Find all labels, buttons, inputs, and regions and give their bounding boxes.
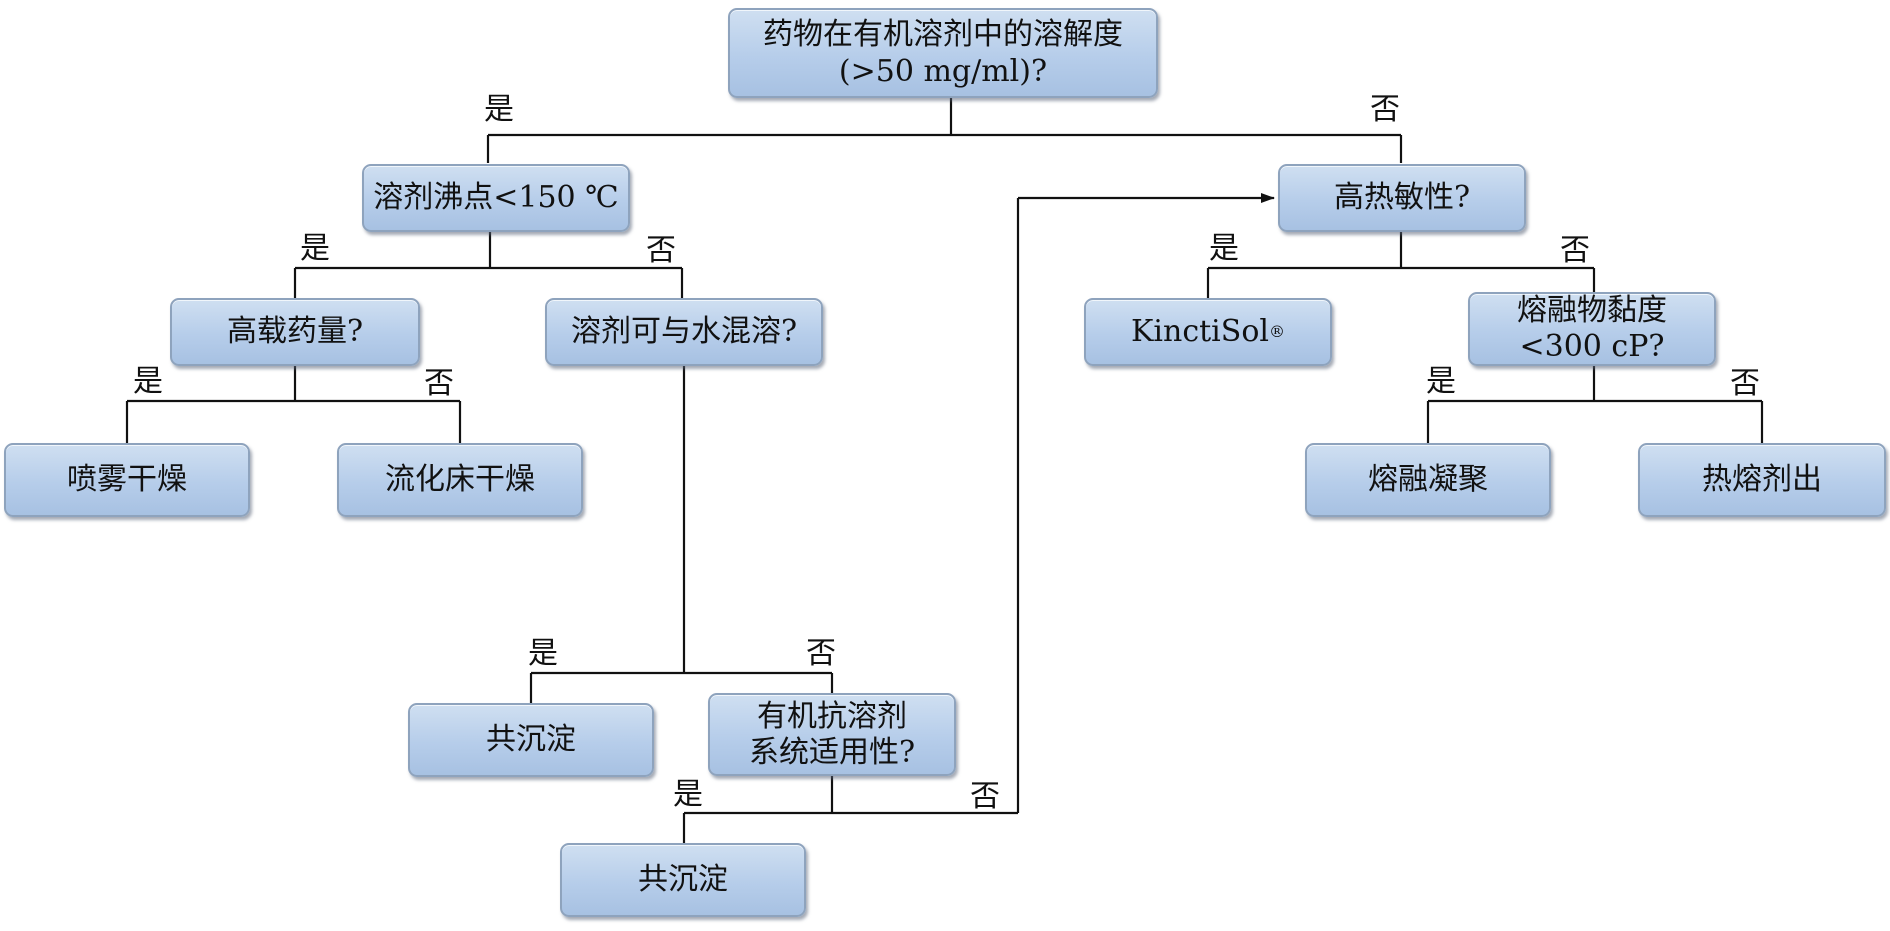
label-no: 否 <box>424 366 454 401</box>
label-yes: 是 <box>528 636 558 671</box>
node-coprecipitation-1: 共沉淀 <box>408 703 654 777</box>
label-yes: 是 <box>1209 231 1239 266</box>
node-solubility-question: 药物在有机溶剂中的溶解度 (>50 mg/ml)? <box>728 8 1158 98</box>
node-fluid-bed-drying: 流化床干燥 <box>337 443 583 517</box>
label-no: 否 <box>1730 366 1760 401</box>
node-water-miscible-question: 溶剂可与水混溶? <box>545 298 823 366</box>
label-no: 否 <box>1560 233 1590 268</box>
label-yes: 是 <box>133 364 163 399</box>
node-spray-drying: 喷雾干燥 <box>4 443 250 517</box>
node-melt-granulation: 熔融凝聚 <box>1305 443 1551 517</box>
label-no: 否 <box>646 233 676 268</box>
label-yes: 是 <box>673 777 703 812</box>
node-coprecipitation-2: 共沉淀 <box>560 843 806 917</box>
label-yes: 是 <box>484 92 514 127</box>
label-yes: 是 <box>300 231 330 266</box>
node-hot-melt-extrusion: 热熔剂出 <box>1638 443 1886 517</box>
label-no: 否 <box>1370 92 1400 127</box>
node-boiling-point-question: 溶剂沸点<150 ℃ <box>362 164 630 232</box>
label-no: 否 <box>970 779 1000 814</box>
node-kinetisol: KinctiSol® <box>1084 298 1332 366</box>
node-heat-sensitivity-question: 高热敏性? <box>1278 164 1526 232</box>
label-no: 否 <box>806 636 836 671</box>
label-yes: 是 <box>1426 364 1456 399</box>
node-melt-viscosity-question: 熔融物黏度 <300 cP? <box>1468 292 1716 366</box>
node-high-drug-load-question: 高载药量? <box>170 298 420 366</box>
node-antisolvent-question: 有机抗溶剂 系统适用性? <box>708 693 956 776</box>
kinetisol-label: KinctiSol <box>1131 314 1269 350</box>
